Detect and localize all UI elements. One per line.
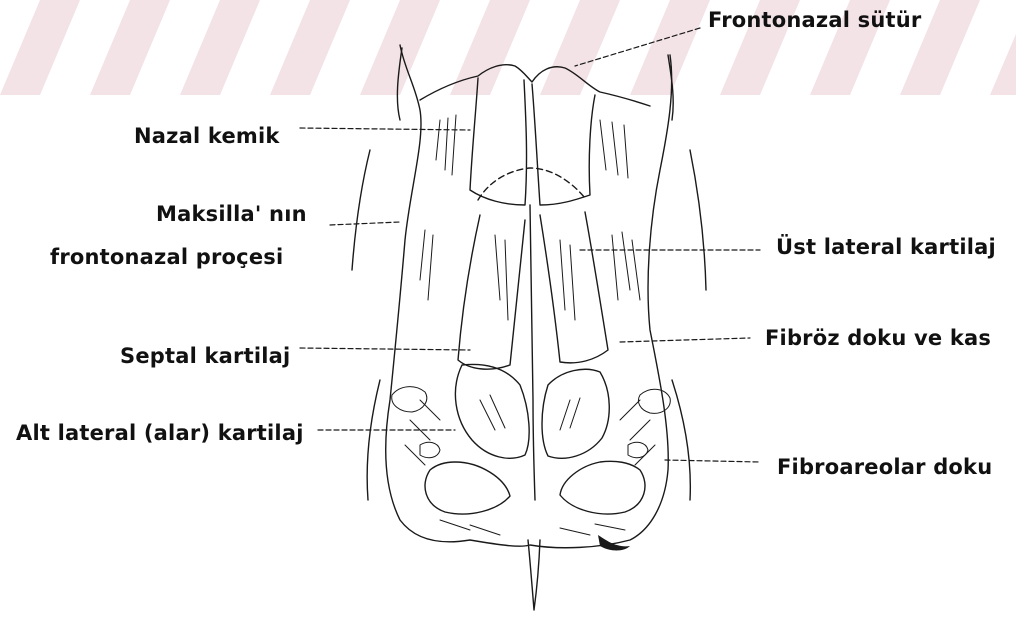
label-maxilla-line-2: frontonazal proçesi: [50, 247, 283, 268]
texture-hatching: [405, 115, 655, 535]
label-maxilla-line-1: Maksilla' nın: [156, 204, 307, 225]
label-nasal-bone: Nazal kemik: [134, 126, 280, 147]
nostril-left: [425, 462, 510, 514]
leader-maxilla: [330, 222, 400, 225]
columella: [528, 540, 540, 610]
upper-lateral-cartilage-left: [458, 215, 525, 369]
nasal-bone-lower-border: [478, 168, 585, 200]
label-fibroareolar-tissue: Fibroareolar doku: [777, 457, 992, 478]
left-skin-contour: [352, 48, 402, 500]
base-ink-mark: [598, 535, 630, 551]
nostril-right: [560, 461, 645, 514]
septal-cartilage-line: [530, 205, 535, 500]
leader-fibrous: [620, 338, 750, 342]
nasal-bone-left: [470, 78, 527, 205]
label-septal-cartilage: Septal kartilaj: [120, 346, 290, 367]
alar-cartilage-left: [455, 364, 529, 458]
leader-septal: [300, 348, 470, 350]
label-fibrous-tissue-muscle: Fibröz doku ve kas: [765, 328, 991, 349]
alar-cartilage-right: [542, 369, 609, 458]
label-lower-lateral-cartilage: Alt lateral (alar) kartilaj: [16, 423, 304, 444]
leader-nasal-bone: [300, 128, 470, 130]
label-upper-lateral-cartilage: Üst lateral kartilaj: [776, 237, 996, 258]
right-skin-contour: [668, 55, 706, 500]
nasal-bone-right: [532, 84, 595, 205]
upper-lateral-cartilage-right: [540, 212, 608, 363]
fibroareolar-texture: [392, 387, 671, 458]
leader-fibroareolar: [665, 460, 760, 462]
label-frontonasal-suture: Frontonazal sütür: [708, 10, 921, 31]
